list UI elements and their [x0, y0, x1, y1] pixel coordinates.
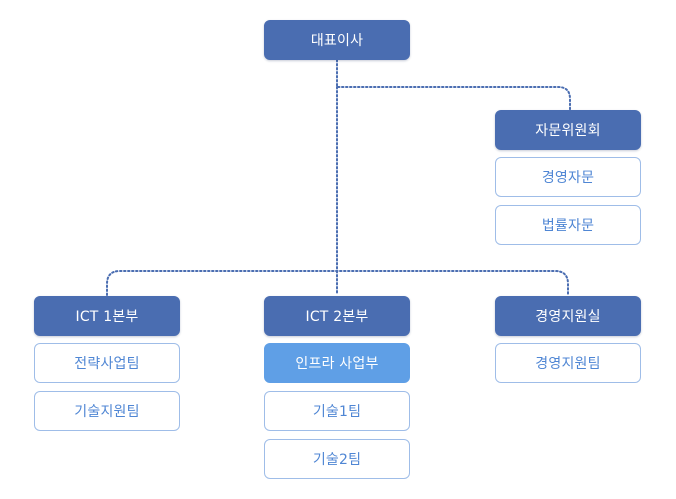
node-management-support-team: 경영지원팀 [495, 343, 641, 383]
node-tech-support-team: 기술지원팀 [34, 391, 180, 431]
node-ceo: 대표이사 [264, 20, 410, 60]
connector-ceo-to-advisory [336, 59, 571, 111]
connector-division-bus [106, 270, 569, 296]
node-legal-advisory: 법률자문 [495, 205, 641, 245]
node-tech-team-1: 기술1팀 [264, 391, 410, 431]
node-advisory-committee: 자문위원회 [495, 110, 641, 150]
node-strategy-business-team: 전략사업팀 [34, 343, 180, 383]
node-tech-team-2: 기술2팀 [264, 439, 410, 479]
node-ict-division-2: ICT 2본부 [264, 296, 410, 336]
node-infra-business-unit: 인프라 사업부 [264, 343, 410, 383]
node-ict-division-1: ICT 1본부 [34, 296, 180, 336]
node-management-advisory: 경영자문 [495, 157, 641, 197]
node-management-support-office: 경영지원실 [495, 296, 641, 336]
